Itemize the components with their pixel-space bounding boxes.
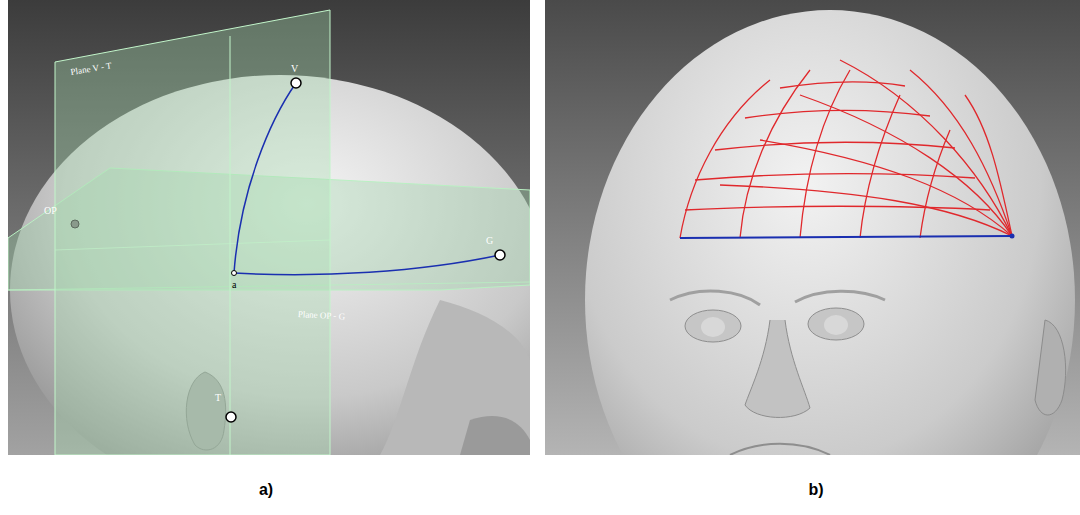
point-label: a bbox=[232, 280, 236, 290]
point-label: T bbox=[215, 393, 221, 403]
point-label: V bbox=[291, 64, 298, 74]
panel-caption: b) bbox=[808, 482, 823, 498]
point-label: OP bbox=[44, 206, 57, 216]
point-label: G bbox=[486, 236, 493, 246]
panel-caption: a) bbox=[259, 482, 273, 498]
